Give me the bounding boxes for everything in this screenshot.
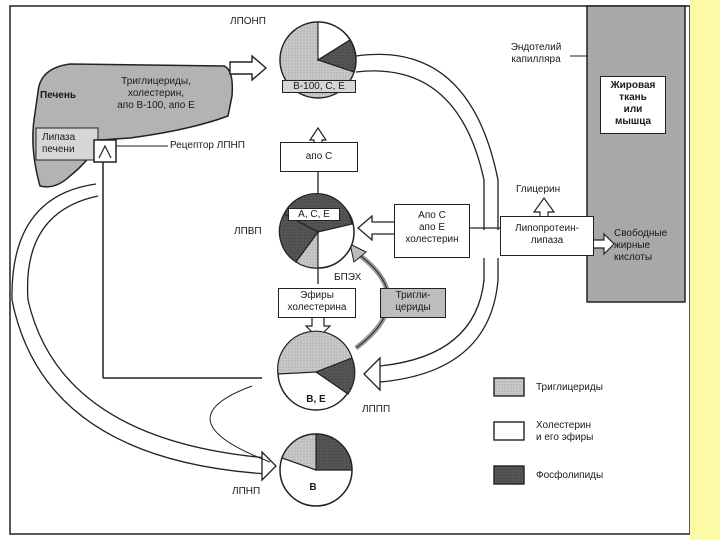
cholesterol-esters-box [278, 288, 356, 318]
esters-1: Эфиры [300, 290, 334, 301]
ldl-receptor-shape [93, 139, 117, 163]
transfer-box [394, 204, 470, 258]
apo-c-label: апо C [305, 151, 333, 162]
tissue-label-box [600, 76, 666, 134]
liver-label: Печень [40, 90, 77, 101]
tg-box-1: Тригли- [395, 290, 431, 301]
ldl-receptor-label: Рецептор ЛПНП [170, 140, 245, 151]
pie-lppp-label: B, E [306, 394, 326, 405]
hepatic-lipase-1: Липаза [42, 132, 76, 143]
lipase-label-1: Липопротеин- [515, 223, 579, 234]
pie-lponp [279, 21, 357, 99]
liver-contents-3: апо B-100, апо E [117, 100, 195, 111]
pie-lpvp [278, 193, 355, 269]
tissue-3: или [623, 104, 643, 115]
pie-lppp [277, 330, 356, 411]
liver-contents-1: Триглицериды, [121, 76, 191, 87]
transfer-3: холестерин [405, 234, 459, 245]
legend-label-phospholipids: Фосфолипиды [536, 470, 604, 481]
tissue-1: Жировая [610, 80, 656, 91]
lpvp-label: ЛПВП [234, 226, 262, 237]
lpnp-label: ЛПНП [232, 486, 261, 497]
legend-swatch-cholesterol [493, 421, 525, 441]
lipoprotein-lipase-box [500, 216, 594, 256]
glycerol-label: Глицерин [516, 184, 561, 195]
legend-label-cholesterol-1: Холестерин [536, 420, 591, 431]
pie-lponp-label: B-100, C, E [282, 80, 356, 93]
esters-2: холестерина [287, 302, 347, 313]
pie-lpvp-label: A, C, E [288, 208, 340, 221]
legend-label-cholesterol-2: и его эфиры [536, 432, 594, 443]
transfer-1: Апо C [418, 210, 446, 221]
lponp-label: ЛПОНП [230, 16, 266, 27]
lppp-label: ЛППП [362, 404, 391, 415]
ffa-1: Свободные [614, 228, 668, 239]
tissue-wall [586, 5, 686, 303]
legend-swatch-triglycerides [493, 377, 525, 397]
hepatic-lipase-2: печени [42, 144, 75, 155]
endothelium-2: капилляра [511, 54, 561, 65]
ffa-2: жирные [614, 240, 651, 251]
apo-c-box [280, 142, 358, 172]
transfer-2: апо E [419, 222, 445, 233]
legend-label-triglycerides: Триглицериды [536, 382, 603, 393]
tissue-2: ткань [619, 92, 647, 103]
lipase-label-2: липаза [530, 235, 564, 246]
triglycerides-transfer-box [380, 288, 446, 318]
arrow-liver-to-lponp [229, 54, 268, 82]
lipase-area [35, 127, 99, 161]
pie-lpnp [279, 433, 353, 507]
legend-swatch-phospholipids [493, 465, 525, 485]
bpeh-label: БПЭХ [334, 272, 362, 283]
pie-lpnp-label: B [309, 482, 317, 493]
tg-box-2: цериды [395, 302, 431, 313]
tissue-4: мышца [614, 116, 652, 127]
ffa-3: кислоты [614, 252, 653, 263]
side-strip [690, 0, 720, 540]
endothelium-1: Эндотелий [510, 42, 562, 53]
liver-contents-2: холестерин, [127, 88, 185, 99]
